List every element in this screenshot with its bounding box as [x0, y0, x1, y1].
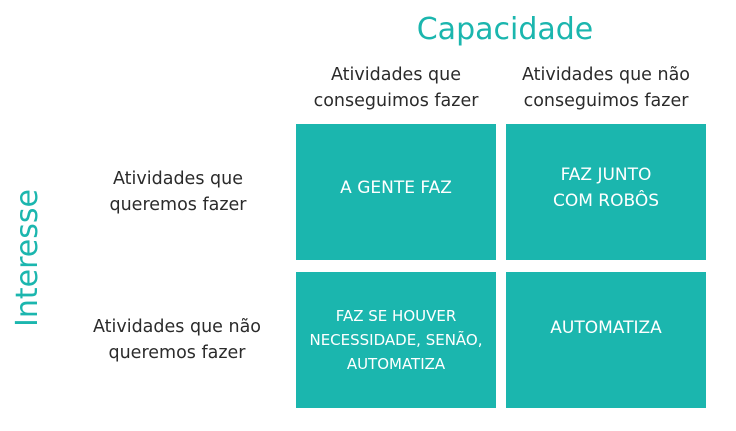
cell-text-line: A GENTE FAZ [340, 178, 452, 198]
cell-text: A GENTE FAZ [340, 175, 452, 201]
capacidade-axis-title: Capacidade [416, 12, 594, 47]
interesse-axis-title: Interesse [10, 189, 45, 327]
row-header-queremos: Atividades que queremos fazer [88, 166, 268, 218]
matrix-cell-top-right: FAZ JUNTO COM ROBÔS [506, 124, 706, 260]
column-header-line: conseguimos fazer [313, 91, 479, 111]
cell-text: FAZ JUNTO COM ROBÔS [553, 162, 659, 214]
row-header-nao-queremos: Atividades que não queremos fazer [82, 314, 272, 366]
cell-text-line: AUTOMATIZA [550, 318, 662, 338]
cell-text-line: NECESSIDADE, SENÃO, [309, 331, 483, 349]
row-header-line: Atividades que não [92, 317, 262, 337]
column-header-line: Atividades que não [521, 65, 691, 85]
column-header-line: Atividades que [331, 65, 461, 85]
row-header-line: queremos fazer [109, 195, 247, 215]
column-header-conseguimos: Atividades que conseguimos fazer [296, 62, 496, 114]
matrix-cell-bottom-left: FAZ SE HOUVER NECESSIDADE, SENÃO, AUTOMA… [296, 272, 496, 408]
cell-text-line: AUTOMATIZA [346, 355, 446, 373]
column-header-line: conseguimos fazer [523, 91, 689, 111]
column-header-nao-conseguimos: Atividades que não conseguimos fazer [506, 62, 706, 114]
cell-text: AUTOMATIZA [550, 315, 662, 341]
matrix-cell-top-left: A GENTE FAZ [296, 124, 496, 260]
cell-text-line: FAZ JUNTO [560, 165, 652, 185]
matrix-cell-bottom-right: AUTOMATIZA [506, 272, 706, 408]
cell-text-line: FAZ SE HOUVER [335, 307, 457, 325]
cell-text-line: COM ROBÔS [552, 191, 660, 211]
row-header-line: Atividades que [113, 169, 243, 189]
cell-text: FAZ SE HOUVER NECESSIDADE, SENÃO, AUTOMA… [309, 304, 482, 376]
row-header-line: queremos fazer [108, 343, 246, 363]
